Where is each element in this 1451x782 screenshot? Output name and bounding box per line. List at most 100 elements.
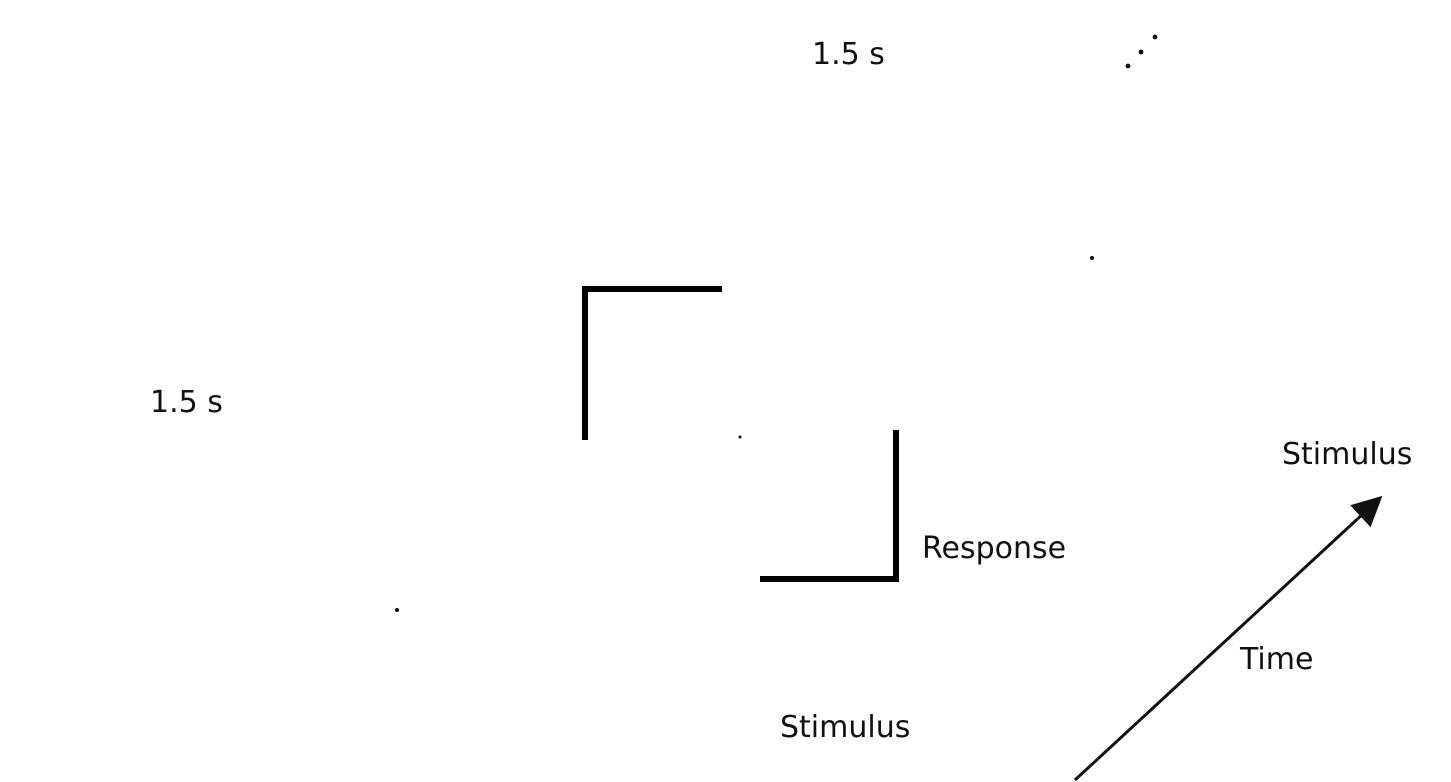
shape-highlight [674, 460, 683, 465]
shape-highlight [995, 335, 1005, 340]
shape-highlight [753, 393, 762, 398]
continuation-dots [1125, 34, 1158, 69]
shape-highlight [92, 728, 101, 732]
shape-highlight [901, 381, 911, 385]
shape-highlight [1418, 200, 1428, 205]
shape-highlight [521, 546, 530, 551]
shape-highlight [190, 682, 200, 687]
shape-highlight [281, 695, 290, 700]
shape-highlight [528, 638, 537, 643]
time-arrow [1073, 495, 1383, 782]
shape-highlight [673, 507, 682, 512]
shape-highlight [1319, 113, 1328, 118]
shape-highlight [479, 651, 488, 656]
shape-highlight [853, 389, 862, 394]
shape-highlight [333, 551, 342, 556]
shape-highlight [1043, 381, 1052, 386]
shape-highlight [751, 287, 760, 292]
shape-highlight [138, 741, 147, 746]
shape-highlight [627, 503, 637, 508]
shape-highlight [1325, 158, 1334, 162]
shape-highlight [905, 255, 915, 260]
shape-highlight [39, 511, 48, 516]
shape-highlight [148, 507, 158, 512]
shape-highlight [142, 601, 151, 605]
shape-highlight [679, 635, 688, 640]
shape-highlight [1376, 158, 1386, 163]
shape-highlight [1277, 110, 1286, 115]
shape-highlight [1268, 401, 1278, 406]
shape-highlight [1130, 247, 1140, 252]
shape-highlight [335, 598, 345, 603]
shape-highlight [796, 254, 806, 259]
shape-highlight [681, 697, 690, 702]
shape-highlight [626, 682, 635, 687]
shape-highlight [899, 195, 909, 200]
shape-highlight [183, 648, 193, 653]
shape-highlight [1270, 215, 1279, 219]
shape-highlight [899, 297, 908, 302]
shape-highlight [622, 649, 632, 654]
shape-highlight [621, 743, 630, 748]
shape-highlight [904, 337, 913, 342]
shape-highlight [291, 496, 300, 501]
shape-highlight [199, 549, 208, 554]
shape-highlight [894, 103, 904, 108]
shape-highlight [1416, 386, 1426, 391]
shape-highlight [1322, 206, 1331, 211]
shape-highlight [244, 459, 253, 463]
shape-highlight [422, 465, 432, 470]
shape-highlight [1005, 388, 1015, 393]
shape-highlight [1369, 300, 1378, 305]
shape-highlight [623, 602, 632, 607]
shape-highlight [239, 684, 248, 688]
shape-highlight [581, 695, 591, 700]
shape-highlight [996, 240, 1005, 244]
shape-highlight [289, 600, 299, 604]
shape-highlight [231, 510, 240, 515]
shape-highlight [949, 152, 959, 157]
shape-highlight [1362, 213, 1372, 218]
shape-highlight [1323, 306, 1333, 310]
shape-highlight [895, 154, 904, 159]
shape-highlight [1415, 255, 1424, 259]
shape-highlight [1172, 109, 1181, 114]
shape-highlight [997, 209, 1007, 213]
stimulus-panel-2 [408, 440, 760, 765]
shape-highlight [481, 598, 491, 603]
shape-highlight [944, 240, 953, 245]
shape-highlight [45, 639, 55, 643]
shape-highlight [281, 462, 291, 467]
shape-highlight [722, 687, 732, 692]
shape-highlight [286, 638, 295, 642]
shape-highlight [343, 636, 352, 641]
shape-highlight [1361, 341, 1371, 346]
shape-highlight [102, 511, 111, 516]
shape-highlight [1183, 355, 1192, 360]
shape-highlight [806, 207, 815, 212]
shape-highlight [184, 461, 194, 466]
stimulus-label-2: Stimulus [1282, 437, 1413, 472]
shape-highlight [1045, 244, 1055, 249]
shape-highlight [1272, 260, 1282, 265]
shape-highlight [682, 733, 691, 738]
response-label: Response [922, 531, 1067, 566]
shape-highlight [729, 459, 738, 464]
shape-highlight [137, 554, 147, 558]
fixation-dot [1090, 256, 1094, 260]
shape-highlight [1423, 115, 1432, 120]
shape-highlight [750, 113, 759, 118]
shape-highlight [1412, 159, 1421, 164]
shape-highlight [1318, 255, 1328, 260]
shape-highlight [199, 589, 208, 594]
shape-highlight [477, 555, 486, 560]
shape-highlight [295, 731, 305, 736]
shape-highlight [194, 505, 203, 509]
shape-highlight [1231, 153, 1240, 157]
shape-highlight [1127, 399, 1137, 403]
shape-highlight [758, 254, 767, 259]
shape-highlight [483, 732, 492, 737]
shape-highlight [481, 460, 490, 465]
shape-highlight [1279, 355, 1289, 360]
shape-highlight [581, 597, 590, 602]
